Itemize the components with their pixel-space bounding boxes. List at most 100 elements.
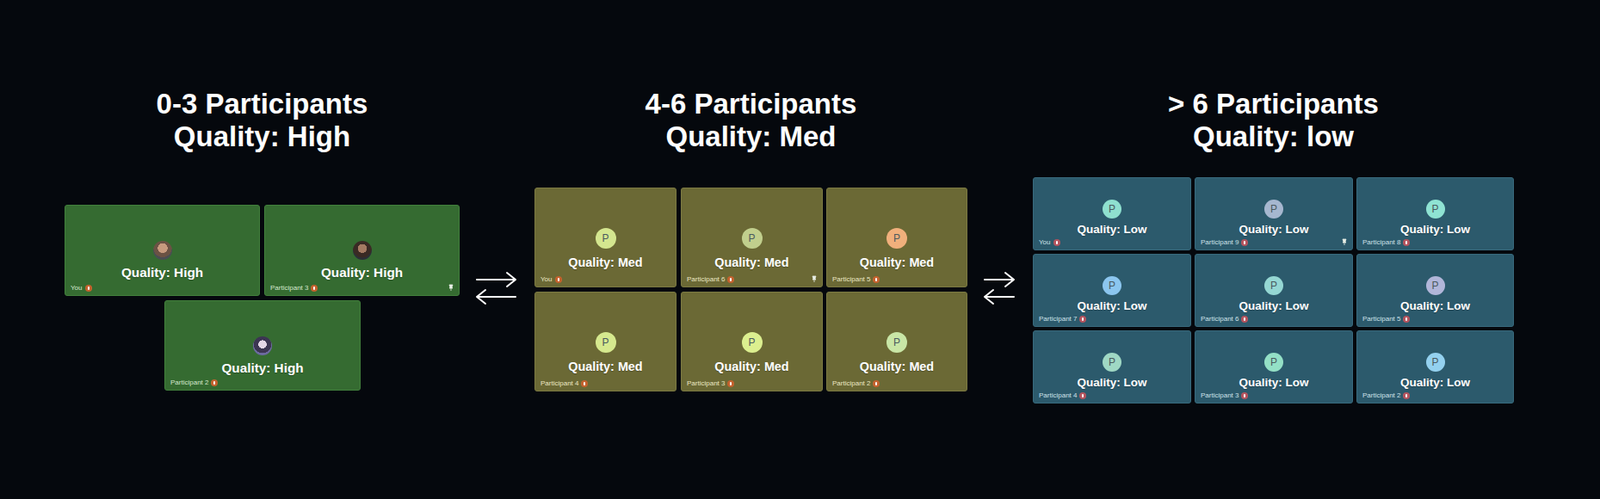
avatar-circle: P (1102, 276, 1122, 296)
participant-tile: P Quality: MedParticipant 6 (680, 187, 823, 288)
avatar-circle: P (1102, 199, 1122, 219)
avatar-circle: P (886, 332, 908, 353)
text-slot: Quality: Med (681, 358, 822, 376)
participant-name: Participant 2 (170, 378, 209, 388)
name-row: You (1038, 238, 1061, 248)
participant-name: Participant 3 (270, 284, 309, 293)
name-row: Participant 4 (540, 379, 588, 389)
name-row: Participant 7 (1038, 315, 1087, 324)
pin-icon (1341, 238, 1347, 246)
quality-label: Quality: High (165, 359, 360, 377)
quality-label: Quality: Med (535, 358, 676, 376)
quality-label: Quality: Low (1195, 374, 1353, 392)
participant-name: You (540, 275, 553, 285)
participant-name: Participant 3 (1200, 391, 1239, 401)
text-slot: Quality: High (65, 264, 260, 282)
avatar-circle: P (1102, 352, 1122, 372)
text-slot: Quality: High (265, 264, 459, 282)
mic-badge (727, 276, 735, 284)
avatar-circle: P (741, 332, 763, 353)
name-row: You (540, 275, 563, 285)
avatar-initial: P (741, 332, 763, 353)
name-row: Participant 3 (686, 379, 735, 389)
mic-badge (1079, 392, 1087, 400)
participant-group: 4-6 ParticipantsQuality: MedPQuality: Me… (534, 87, 968, 395)
avatar-circle: P (1264, 199, 1284, 219)
mic-badge (1402, 392, 1410, 400)
text-slot: Quality: Med (535, 253, 676, 272)
avatar-photo (153, 240, 173, 260)
group-heading: Quality: low (1032, 120, 1514, 154)
pin-icon (811, 275, 817, 283)
participant-name: Participant 3 (686, 379, 725, 389)
avatar-circle: P (595, 228, 617, 249)
avatar-initial: P (595, 228, 617, 249)
avatar-initial: P (741, 228, 763, 249)
quality-label: Quality: Med (827, 358, 967, 376)
quality-label: Quality: Med (681, 253, 822, 272)
avatar-initial: P (1426, 352, 1446, 372)
quality-label: Quality: Low (1033, 221, 1191, 239)
mic-badge (1241, 315, 1248, 323)
quality-label: Quality: Med (827, 253, 967, 272)
participant-group: > 6 ParticipantsQuality: lowPQuality: Lo… (1032, 87, 1514, 407)
quality-label: Quality: High (265, 264, 459, 282)
text-slot: Quality: Low (1357, 297, 1514, 316)
participant-name: Participant 8 (1362, 238, 1401, 248)
arrow-line (984, 290, 1014, 304)
text-slot: Quality: Med (535, 358, 676, 376)
text-slot: Quality: Med (681, 253, 822, 272)
avatar-photo (352, 240, 372, 260)
pin-glyph (1342, 239, 1347, 246)
pin-glyph (449, 284, 453, 291)
avatar-initial: P (1102, 199, 1122, 219)
text-slot: Quality: Low (1195, 374, 1353, 392)
avatar-initial: P (595, 332, 617, 353)
avatar-circle: P (886, 228, 908, 249)
text-slot: Quality: Med (827, 253, 967, 272)
avatar-circle: P (1426, 276, 1446, 296)
mic-badge (1053, 239, 1061, 247)
avatar-circle: P (1264, 276, 1284, 296)
participant-tile: PQuality: LowParticipant 5 (1356, 253, 1514, 328)
mic-badge (872, 276, 880, 284)
mic-badge (1241, 239, 1248, 247)
mic-badge (85, 284, 93, 292)
participant-tile: P Quality: LowYou (1032, 177, 1192, 251)
avatar-initial: P (1426, 276, 1446, 296)
participant-name: Participant 2 (832, 379, 871, 389)
quality-label: Quality: Med (681, 358, 822, 376)
participant-tile: PQuality: LowParticipant 4 (1032, 330, 1192, 404)
name-row: Participant 6 (1200, 315, 1248, 324)
participant-tile: PQuality: LowParticipant 8 (1356, 177, 1514, 251)
swap-arrow (476, 272, 516, 304)
group-heading: Quality: High (64, 120, 460, 154)
name-row: Participant 5 (832, 275, 880, 285)
participant-name: Participant 6 (686, 275, 725, 285)
participant-tile: P Quality: LowParticipant 3 (1194, 330, 1353, 404)
name-row: Participant 3 (270, 284, 318, 293)
avatar-circle: P (1426, 352, 1446, 372)
avatar-circle: P (595, 332, 617, 353)
mic-badge (1241, 392, 1248, 400)
avatar-photo (253, 336, 272, 356)
mic-badge (555, 276, 563, 284)
name-row: Participant 4 (1038, 391, 1087, 401)
participant-tile: P Quality: MedParticipant 3 (680, 291, 823, 392)
avatar-initial: P (1264, 352, 1284, 372)
text-slot: Quality: Low (1357, 221, 1514, 239)
mic-badge (727, 380, 735, 388)
participant-name: Participant 5 (1362, 315, 1401, 324)
mic-badge (1079, 315, 1087, 323)
avatar-initial: P (1264, 276, 1284, 296)
participant-tile: PQuality: LowParticipant 6 (1194, 253, 1353, 328)
text-slot: Quality: Low (1195, 297, 1353, 316)
swap-arrow (984, 272, 1014, 304)
mic-badge (310, 284, 318, 292)
name-row: Participant 9 (1200, 238, 1248, 248)
name-row: Participant 2 (1362, 391, 1410, 401)
participant-name: Participant 4 (540, 379, 579, 389)
text-slot: Quality: High (165, 359, 360, 377)
avatar-circle: P (1264, 352, 1284, 372)
mic-badge (1402, 315, 1410, 323)
